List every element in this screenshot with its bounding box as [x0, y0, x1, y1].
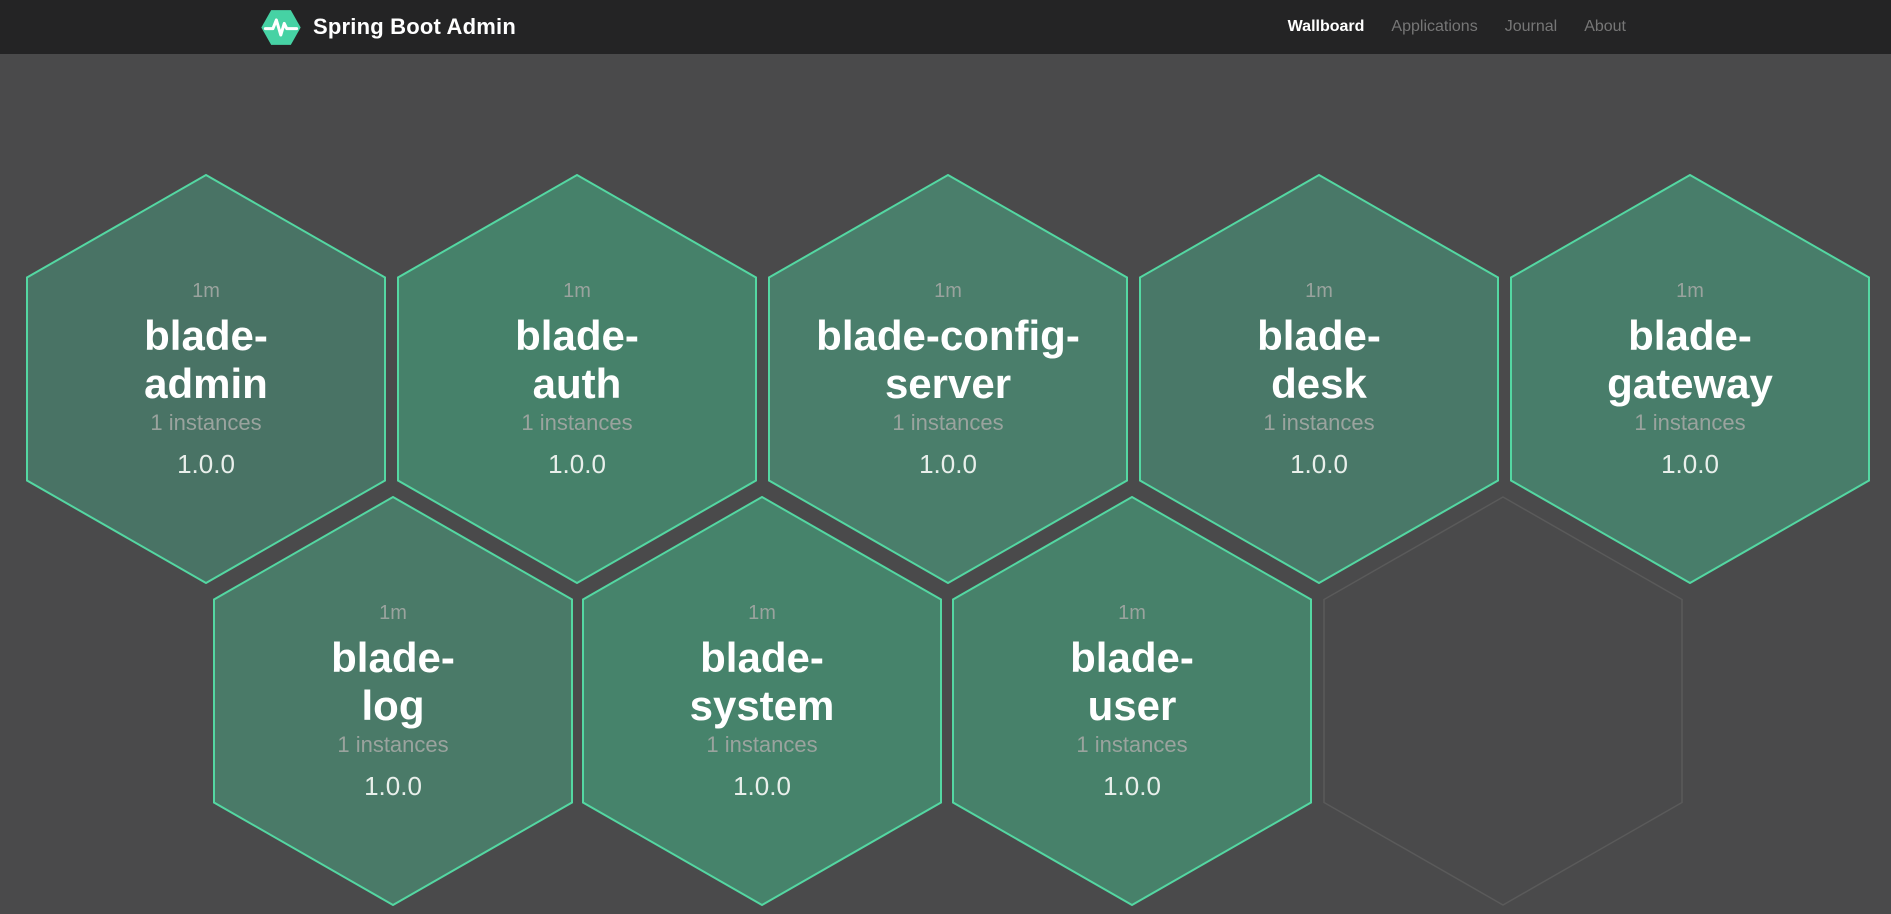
- version-label: 1.0.0: [364, 771, 422, 802]
- nav-item-wallboard[interactable]: Wallboard: [1287, 18, 1365, 35]
- hexagon-shape: [26, 174, 386, 584]
- version-label: 1.0.0: [1661, 449, 1719, 480]
- wallboard: 1m blade- admin 1 instances 1.0.0 1m bla…: [0, 54, 1891, 914]
- hexagon-content: 1m blade- desk 1 instances 1.0.0: [1138, 174, 1500, 584]
- app-logo-icon: [261, 9, 301, 45]
- empty-hexagon-slot: [1322, 496, 1684, 906]
- application-name: blade- gateway: [1607, 311, 1773, 407]
- application-name: blade- user: [1070, 633, 1194, 729]
- hexagon-content: 1m blade-config- server 1 instances 1.0.…: [767, 174, 1129, 584]
- hexagon-blade-gateway[interactable]: 1m blade- gateway 1 instances 1.0.0: [1509, 174, 1871, 584]
- application-name: blade- desk: [1257, 311, 1381, 407]
- uptime-label: 1m: [563, 279, 591, 302]
- version-label: 1.0.0: [1103, 771, 1161, 802]
- uptime-label: 1m: [1305, 279, 1333, 302]
- hexagon-shape: [582, 496, 942, 906]
- instances-label: 1 instances: [337, 732, 449, 758]
- application-name: blade- admin: [144, 311, 268, 407]
- uptime-label: 1m: [934, 279, 962, 302]
- uptime-label: 1m: [192, 279, 220, 302]
- hexagon-content: 1m blade- user 1 instances 1.0.0: [951, 496, 1313, 906]
- hexagon-shape: [768, 174, 1128, 584]
- hexagon-content: 1m blade- system 1 instances 1.0.0: [581, 496, 943, 906]
- nav-item-journal[interactable]: Journal: [1504, 18, 1558, 35]
- version-label: 1.0.0: [919, 449, 977, 480]
- instances-label: 1 instances: [1076, 732, 1188, 758]
- main-nav: Wallboard Applications Journal About: [1288, 18, 1626, 36]
- hexagon-blade-admin[interactable]: 1m blade- admin 1 instances 1.0.0: [25, 174, 387, 584]
- uptime-label: 1m: [1676, 279, 1704, 302]
- hexagon-blade-system[interactable]: 1m blade- system 1 instances 1.0.0: [581, 496, 943, 906]
- hexagon-blade-auth[interactable]: 1m blade- auth 1 instances 1.0.0: [396, 174, 758, 584]
- app-title: Spring Boot Admin: [313, 14, 517, 39]
- instances-label: 1 instances: [1263, 410, 1375, 436]
- instances-label: 1 instances: [521, 410, 633, 436]
- hexagon-blade-config-server[interactable]: 1m blade-config- server 1 instances 1.0.…: [767, 174, 1129, 584]
- version-label: 1.0.0: [177, 449, 235, 480]
- application-name: blade- log: [331, 633, 455, 729]
- uptime-label: 1m: [379, 601, 407, 624]
- hexagon-shape: [1510, 174, 1870, 584]
- version-label: 1.0.0: [548, 449, 606, 480]
- instances-label: 1 instances: [892, 410, 1004, 436]
- hexagon-outline: [1323, 496, 1683, 906]
- application-name: blade- auth: [515, 311, 639, 407]
- application-name: blade-config- server: [816, 311, 1080, 407]
- version-label: 1.0.0: [1290, 449, 1348, 480]
- hexagon-content: 1m blade- auth 1 instances 1.0.0: [396, 174, 758, 584]
- hexagon-shape: [397, 174, 757, 584]
- brand-link[interactable]: Spring Boot Admin: [260, 9, 516, 46]
- hexagon-content: 1m blade- gateway 1 instances 1.0.0: [1509, 174, 1871, 584]
- nav-item-about[interactable]: About: [1584, 18, 1626, 35]
- hexagon-shape: [213, 496, 573, 906]
- hexagon-shape: [952, 496, 1312, 906]
- hexagon-content: 1m blade- admin 1 instances 1.0.0: [25, 174, 387, 584]
- nav-item-applications[interactable]: Applications: [1391, 18, 1478, 35]
- uptime-label: 1m: [748, 601, 776, 624]
- hexagon-content: 1m blade- log 1 instances 1.0.0: [212, 496, 574, 906]
- uptime-label: 1m: [1118, 601, 1146, 624]
- instances-label: 1 instances: [150, 410, 262, 436]
- hexagon-blade-log[interactable]: 1m blade- log 1 instances 1.0.0: [212, 496, 574, 906]
- hexagon-blade-desk[interactable]: 1m blade- desk 1 instances 1.0.0: [1138, 174, 1500, 584]
- hexagon-shape: [1139, 174, 1499, 584]
- navbar: Spring Boot Admin Wallboard Applications J…: [0, 0, 1891, 54]
- hexagon-blade-user[interactable]: 1m blade- user 1 instances 1.0.0: [951, 496, 1313, 906]
- instances-label: 1 instances: [706, 732, 818, 758]
- instances-label: 1 instances: [1634, 410, 1746, 436]
- version-label: 1.0.0: [733, 771, 791, 802]
- application-name: blade- system: [689, 633, 835, 729]
